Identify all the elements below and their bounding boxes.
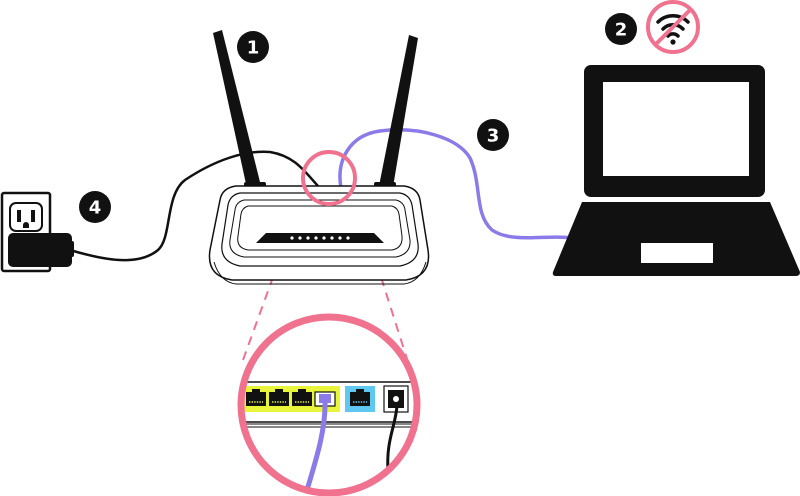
power-cable-zoomed	[386, 404, 399, 471]
step-badge-3: 3	[477, 119, 509, 151]
step-badge-4: 4	[79, 191, 111, 223]
ethernet-cable	[338, 128, 573, 240]
router-port-highlight	[301, 150, 357, 206]
laptop-base	[552, 202, 800, 276]
step-badge-1: 1	[237, 31, 269, 63]
step-number: 3	[487, 126, 500, 147]
lan-port	[292, 389, 312, 406]
power-cable	[69, 150, 319, 262]
router-antenna-left	[213, 30, 262, 193]
lan-port	[246, 389, 266, 406]
laptop-icon	[552, 65, 800, 276]
router-antenna-right	[378, 35, 418, 193]
laptop-screen	[603, 82, 749, 176]
lan-port	[269, 389, 289, 406]
wireless-router-icon	[208, 30, 430, 285]
step-badge-2: 2	[605, 13, 637, 45]
wan-port	[350, 389, 370, 406]
step-number: 1	[247, 38, 260, 59]
power-adapter-icon	[8, 233, 74, 267]
wifi-off-icon	[646, 0, 700, 54]
magnify-circle-icon	[237, 313, 421, 496]
step-number: 4	[89, 198, 102, 219]
router-led-strip	[256, 233, 384, 243]
step-number: 2	[615, 20, 628, 41]
laptop-touchpad	[641, 243, 713, 263]
